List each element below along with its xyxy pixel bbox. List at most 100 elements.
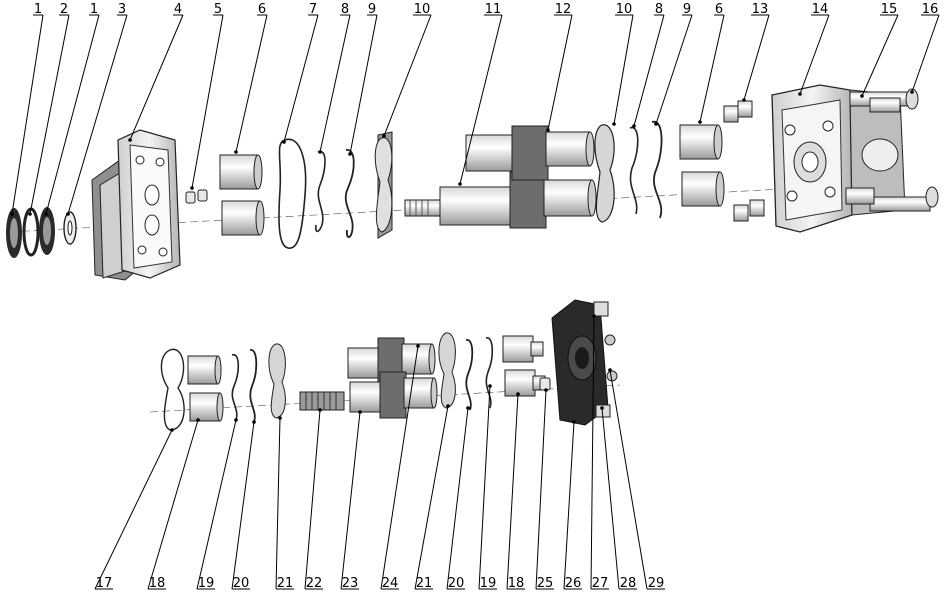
- leader-line: [547, 14, 573, 131]
- callout-number: 10: [616, 2, 633, 17]
- callout-bottom-18: 18: [147, 418, 200, 591]
- callout-number: 7: [309, 2, 317, 17]
- leader-line: [147, 419, 199, 590]
- gear-pair-23-24: [347, 337, 438, 419]
- leader-line: [304, 409, 321, 590]
- callout-bottom-28: 28: [600, 406, 637, 591]
- callout-top-5: 5: [190, 2, 224, 190]
- callout-bottom-23: 23: [340, 410, 362, 591]
- callout-number: 20: [233, 576, 250, 591]
- callout-bottom-18: 18: [506, 392, 525, 591]
- callout-number: 5: [214, 2, 222, 17]
- leader-line: [340, 411, 361, 590]
- wear-plate-21-right: [438, 332, 456, 409]
- callout-bottom-27: 27: [590, 314, 609, 591]
- leader-line: [601, 407, 620, 590]
- callout-top-4: 4: [128, 2, 184, 142]
- bushing-6-right: [679, 124, 725, 207]
- dowel-pins-5: [185, 189, 208, 204]
- leader-line: [129, 14, 184, 141]
- callout-bottom-25: 25: [535, 388, 554, 591]
- callout-top-6: 6: [698, 2, 725, 124]
- leader-line: [446, 407, 469, 590]
- callout-number: 8: [655, 2, 663, 17]
- callout-bottom-21: 21: [275, 416, 294, 591]
- seal-wire-20-right: [465, 339, 474, 411]
- bolts-15-16: [845, 88, 939, 212]
- callout-top-6: 6: [234, 2, 268, 154]
- leader-line: [11, 14, 44, 215]
- seal-ring-1b: [39, 207, 55, 255]
- callout-number: 27: [592, 576, 609, 591]
- callout-bottom-20: 20: [446, 406, 470, 591]
- seal-wire-19-left: [231, 354, 240, 421]
- callout-number: 10: [414, 2, 431, 17]
- leader-line: [235, 14, 268, 153]
- drive-shaft-11: [404, 171, 597, 229]
- leader-line: [655, 14, 693, 125]
- leader-line: [861, 14, 899, 97]
- wear-plate-21-left: [268, 343, 286, 419]
- seal-wire-20-left: [249, 349, 258, 423]
- callout-number: 13: [752, 2, 769, 17]
- callout-bottom-24: 24: [380, 344, 420, 591]
- callout-top-10: 10: [612, 2, 634, 126]
- leader-line: [191, 14, 224, 189]
- leader-line: [196, 419, 237, 590]
- leader-line: [283, 14, 319, 143]
- callout-top-8: 8: [632, 2, 665, 128]
- callout-number: 1: [34, 2, 42, 17]
- driven-gear-12: [465, 125, 595, 181]
- gasket-17: [160, 348, 185, 431]
- callout-number: 25: [537, 576, 554, 591]
- bushing-6-left: [219, 154, 265, 236]
- callout-top-10: 10: [382, 2, 432, 138]
- callout-number: 14: [812, 2, 829, 17]
- front-cover-4: [91, 129, 181, 281]
- callout-bottom-21: 21: [414, 404, 450, 591]
- callout-number: 18: [508, 576, 525, 591]
- callout-bottom-19: 19: [196, 418, 238, 591]
- wear-plate-10-right: [594, 124, 615, 223]
- o-ring-7: [278, 138, 307, 249]
- rear-cover-26: [551, 299, 618, 426]
- leader-line: [799, 14, 830, 95]
- callout-top-1: 1: [44, 2, 100, 216]
- callout-top-14: 14: [798, 2, 830, 96]
- callout-bottom-20: 20: [231, 420, 256, 591]
- seal-wire-8-left: [315, 150, 326, 233]
- callout-top-9: 9: [348, 2, 378, 156]
- pump-housing-14: [771, 84, 906, 233]
- callout-bottom-29: 29: [608, 368, 665, 591]
- callout-number: 24: [382, 576, 399, 591]
- bushing-18-right: [502, 335, 546, 397]
- callout-number: 19: [480, 576, 497, 591]
- leader-line: [563, 421, 575, 590]
- callout-number: 21: [416, 576, 433, 591]
- dowel-pin-25: [539, 377, 551, 391]
- leader-line: [275, 417, 281, 590]
- callout-number: 28: [620, 576, 637, 591]
- callout-top-16: 16: [910, 2, 940, 94]
- callout-number: 22: [306, 576, 323, 591]
- leader-line: [414, 405, 449, 590]
- callout-number: 9: [683, 2, 691, 17]
- callout-number: 6: [715, 2, 723, 17]
- callout-number: 4: [174, 2, 182, 17]
- leader-line: [380, 345, 419, 590]
- callout-top-2: 2: [28, 2, 70, 216]
- callout-bottom-17: 17: [94, 428, 174, 591]
- callout-top-7: 7: [282, 2, 319, 144]
- callout-top-8: 8: [318, 2, 351, 154]
- callout-top-3: 3: [66, 2, 128, 216]
- seal-wire-9-right: [651, 121, 663, 219]
- small-bushings-13: [723, 100, 765, 222]
- callout-number: 3: [118, 2, 126, 17]
- leader-line: [743, 14, 770, 101]
- leader-line: [478, 385, 491, 590]
- callout-number: 20: [448, 576, 465, 591]
- leader-line: [67, 14, 128, 215]
